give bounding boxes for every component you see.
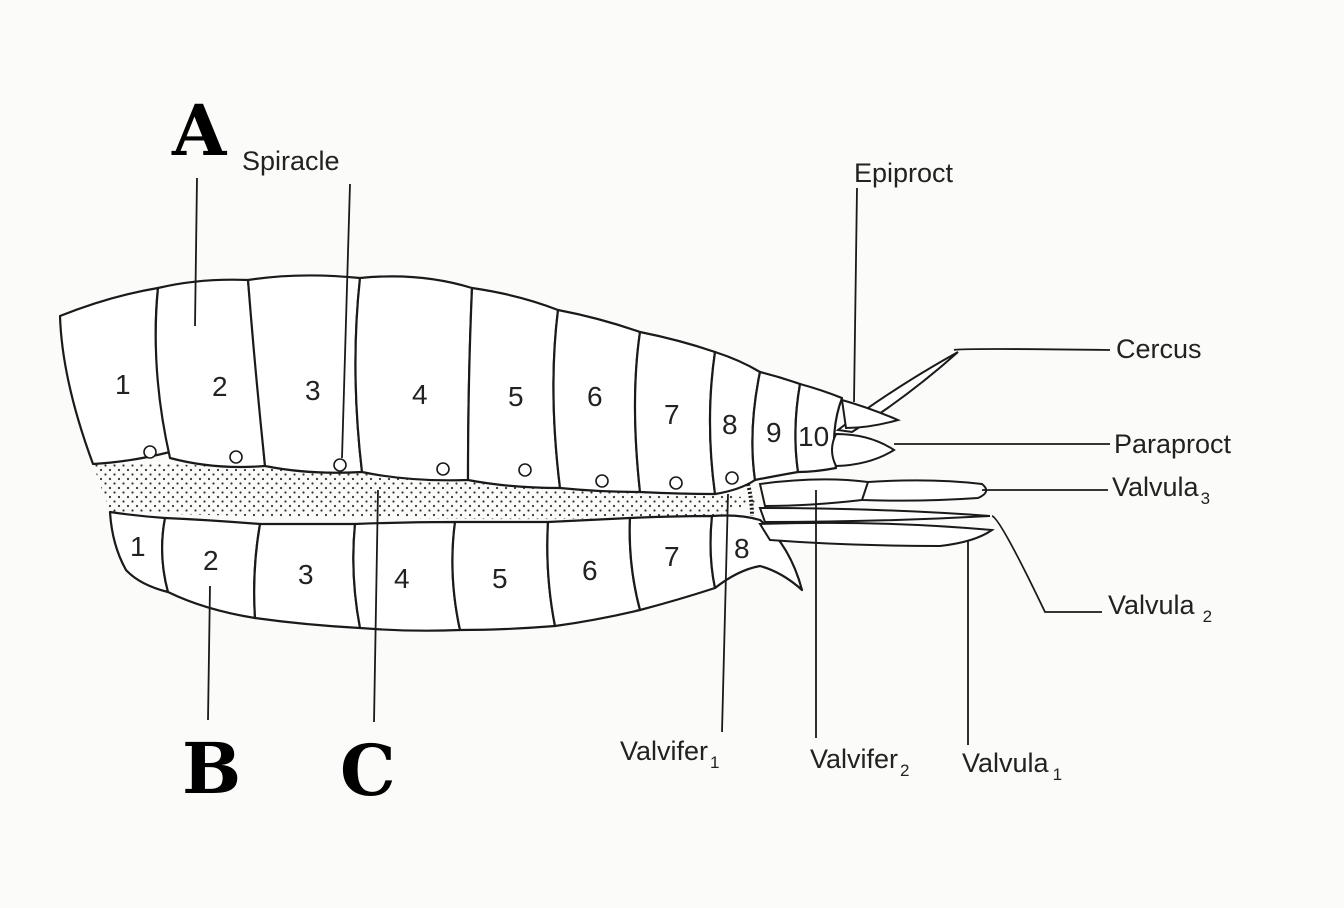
genital-region xyxy=(746,483,754,517)
label-spiracle: Spiracle xyxy=(242,146,340,176)
tergite-number: 8 xyxy=(722,409,738,440)
spiracle-5 xyxy=(518,463,532,477)
sternite-number: 6 xyxy=(582,555,598,586)
label-epiproct: Epiproct xyxy=(854,158,954,188)
spiracle-3 xyxy=(333,458,347,472)
leader-c xyxy=(373,489,379,723)
sternite-number: 3 xyxy=(298,559,314,590)
spiracle-2 xyxy=(229,450,243,464)
tergite-number: 7 xyxy=(664,399,680,430)
tergite-number: 10 xyxy=(798,421,829,452)
valvifer-2-shape xyxy=(758,478,871,508)
spiracle-1 xyxy=(143,445,157,459)
leader-spiracle xyxy=(341,183,351,459)
sternite-numbers: 1 2 3 4 5 6 7 8 xyxy=(130,531,750,594)
spiracle-marks xyxy=(143,445,739,490)
sternite-number: 8 xyxy=(734,533,750,564)
leader-a xyxy=(194,177,198,327)
spiracle-4 xyxy=(436,462,450,476)
paraproct-shape xyxy=(831,432,896,468)
label-paraproct: Paraproct xyxy=(1114,429,1232,459)
sternite-number: 5 xyxy=(492,563,508,594)
tergite-number: 4 xyxy=(412,379,428,410)
tergite-10 xyxy=(794,382,844,474)
sternite-number: 2 xyxy=(203,545,219,576)
letter-b: B xyxy=(182,727,241,810)
tergite-number: 2 xyxy=(212,371,228,402)
label-cercus: Cercus xyxy=(1116,334,1202,364)
sternite-8 xyxy=(709,514,804,592)
spiracle-7 xyxy=(669,476,683,490)
leader-epiproct xyxy=(853,187,858,403)
epiproct-shape xyxy=(840,398,901,430)
tergite-number: 6 xyxy=(587,381,603,412)
leader-cercus xyxy=(953,348,1111,351)
tergite-numbers: 1 2 3 4 5 6 7 8 9 10 xyxy=(115,369,829,452)
tergite-number: 9 xyxy=(766,417,782,448)
tergite-2 xyxy=(154,278,267,469)
tergite-number: 3 xyxy=(305,375,321,406)
letter-a: A xyxy=(171,89,228,172)
valvula-1-shape xyxy=(758,521,995,548)
sternite-number: 4 xyxy=(394,563,410,594)
sternite-number: 1 xyxy=(130,531,146,562)
leader-valvifer1 xyxy=(721,493,729,733)
tergite-number: 5 xyxy=(508,381,524,412)
pleural-membrane xyxy=(92,462,760,520)
leader-valvula2 xyxy=(991,515,1102,613)
leader-b xyxy=(207,585,211,721)
sternite-number: 7 xyxy=(664,541,680,572)
tergite-number: 1 xyxy=(115,369,131,400)
valvula-3-shape xyxy=(860,479,988,502)
valvula-2-shape xyxy=(758,506,991,524)
letter-c: C xyxy=(340,729,396,812)
spiracle-6 xyxy=(595,474,609,488)
spiracle-8 xyxy=(725,471,739,485)
